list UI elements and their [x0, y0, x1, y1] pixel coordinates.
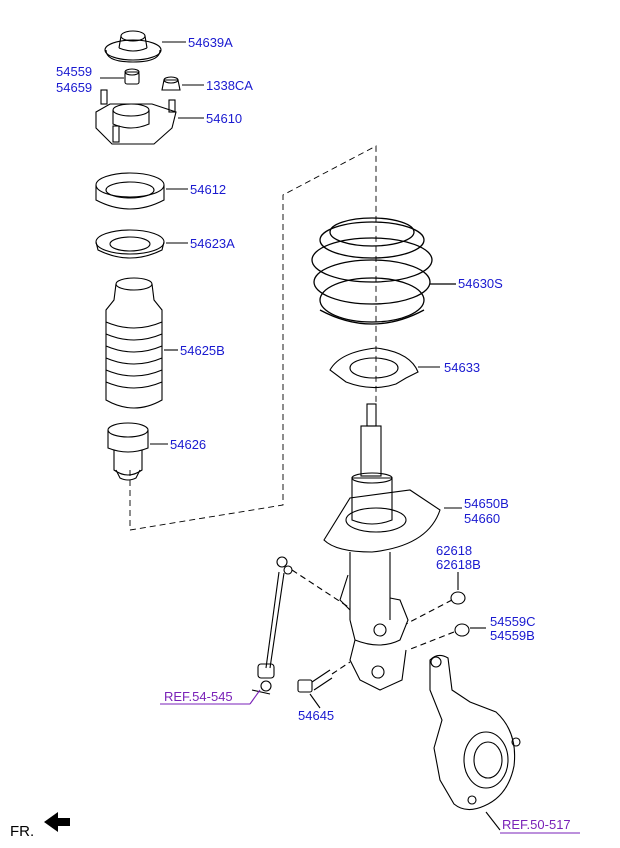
label-bump-stopper: 54626	[170, 437, 207, 452]
spring-seat-part	[95, 229, 188, 259]
label-nut-f: 54559B	[490, 628, 535, 643]
small-nuts-part	[100, 68, 204, 91]
knuckle-part	[429, 654, 521, 831]
label-dust-cover: 54625B	[180, 343, 225, 358]
label-spring-seat: 54623A	[190, 236, 235, 251]
coil-spring-part	[311, 217, 456, 325]
front-arrow-icon	[44, 812, 70, 832]
front-indicator-label: FR.	[10, 823, 35, 840]
stabilizer-link-part	[251, 556, 351, 695]
label-nut-a: 54559	[56, 64, 93, 79]
label-coil-spring: 54630S	[458, 276, 503, 291]
label-nut-e: 54559C	[490, 614, 536, 629]
dust-cover-part	[105, 277, 178, 409]
strut-nuts-part	[405, 572, 486, 651]
ref-stabilizer-link[interactable]: REF.54-545	[164, 689, 233, 704]
label-strut-mount: 54610	[206, 111, 243, 126]
reference-lines	[160, 689, 580, 834]
label-bearing: 54612	[190, 182, 227, 197]
label-insulator-cap: 54639A	[188, 35, 233, 50]
label-bolt: 54645	[298, 708, 335, 723]
label-strut-rh: 54660	[464, 511, 501, 526]
bump-stopper-part	[107, 422, 168, 481]
bearing-part	[95, 172, 188, 210]
label-spring-pad: 54633	[444, 360, 481, 375]
strut-mount-part	[95, 89, 204, 145]
label-mount-nut: 1338CA	[206, 78, 253, 93]
bolt-part	[297, 661, 351, 709]
assembly-outline	[129, 145, 377, 531]
label-strut-lh: 54650B	[464, 496, 509, 511]
insulator-cap-part	[104, 30, 186, 63]
label-nut-c: 62618	[436, 543, 473, 558]
label-nut-d: 62618B	[436, 557, 481, 572]
label-nut-b: 54659	[56, 80, 93, 95]
ref-knuckle[interactable]: REF.50-517	[502, 817, 571, 832]
strut-part	[323, 403, 462, 691]
spring-pad-part	[329, 347, 440, 389]
